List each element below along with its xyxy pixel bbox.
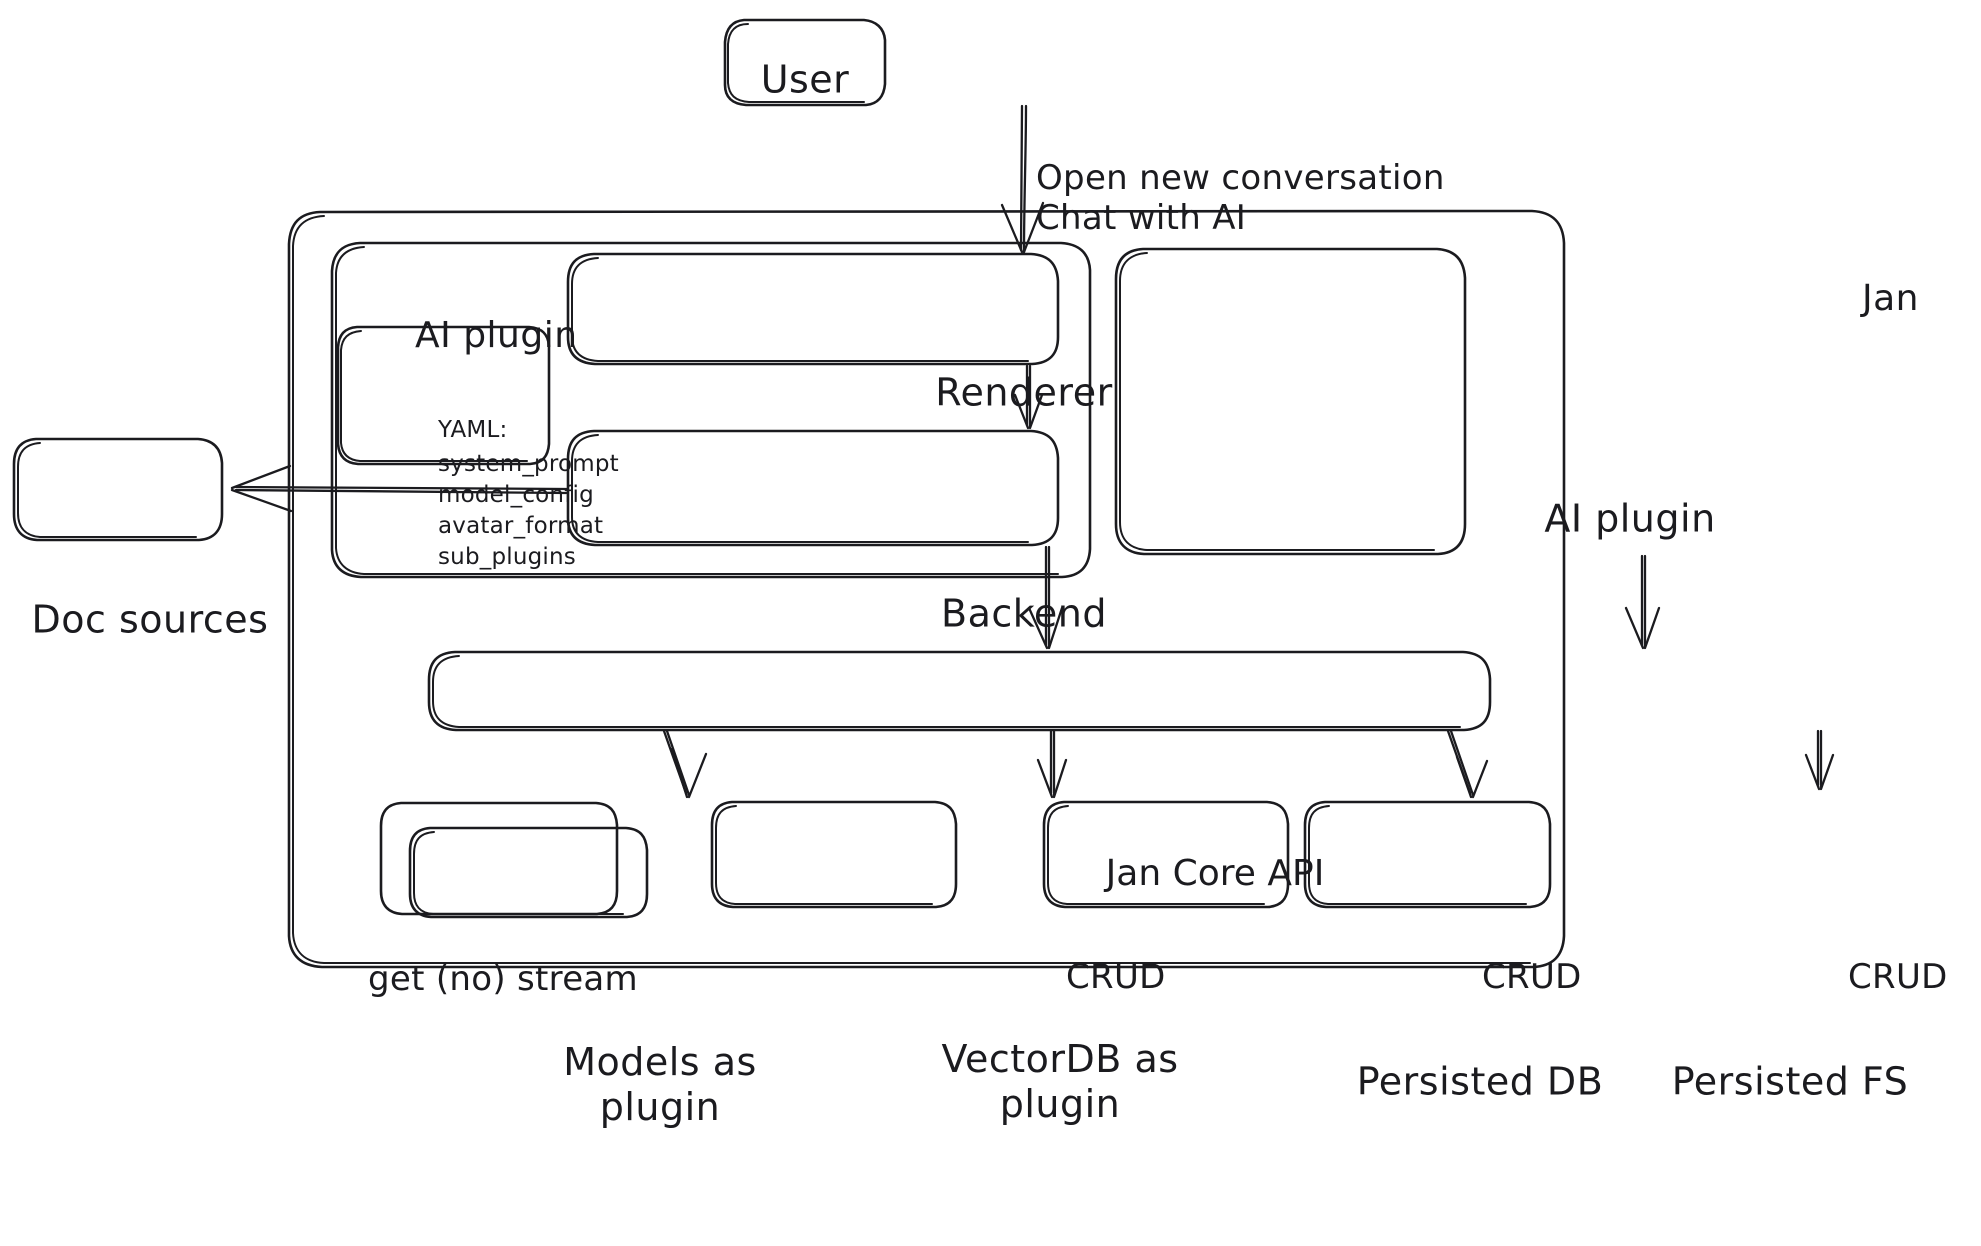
arrow-user-to-renderer [1000,104,1045,254]
renderer-box-shape [566,252,1060,366]
persisted-db-box-shape [1042,800,1290,909]
persisted-fs-box-shape [1303,800,1552,909]
backend-box-shape [566,429,1060,547]
jan-container-shape [287,209,1566,969]
yaml-card-shape [336,325,551,466]
arrow-backend-to-core [1027,545,1064,650]
user-box-shape [723,18,887,107]
arrow-core-to-models [662,729,708,799]
doc-sources-box-shape [12,437,224,542]
arrow-ai-plugin-to-core [1624,554,1661,650]
arrow-core-to-vectordb [1036,729,1068,799]
arrow-core-to-persisted-fs [1804,729,1835,791]
models-as-plugin-outer-shape [379,801,619,916]
jan-core-api-bar-shape [427,650,1492,732]
arrow-backend-to-doc-sources [230,464,568,513]
arrow-core-to-persisted-db [1446,729,1489,799]
ai-plugin-group-shape [330,241,1092,579]
models-as-plugin-inner-shape [408,826,649,919]
arrow-renderer-to-backend [1013,364,1044,430]
vectordb-as-plugin-box-shape [710,800,958,909]
ai-plugin-right-box-shape [1114,247,1467,556]
